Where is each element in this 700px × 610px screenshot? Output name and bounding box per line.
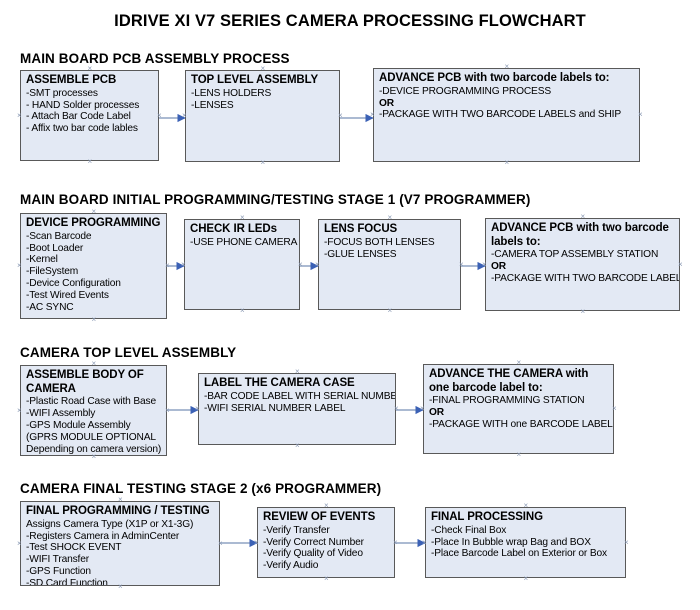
process-node-line: -FileSystem (26, 266, 79, 278)
process-node-line: - Affix two bar code lables (26, 123, 138, 135)
process-node-title: TOP LEVEL ASSEMBLY (191, 74, 319, 86)
process-node-line: -Verify Quality of Video (263, 548, 363, 560)
process-node-line: -Verify Audio (263, 560, 319, 572)
process-node[interactable]: ADVANCE PCB with two barcode labels to:-… (373, 68, 640, 162)
process-node-title: ADVANCE PCB with two barcode labels to: (379, 72, 610, 84)
process-node-title: FINAL PROCESSING (431, 511, 543, 523)
section-heading: CAMERA FINAL TESTING STAGE 2 (x6 PROGRAM… (20, 481, 382, 496)
section-heading: MAIN BOARD PCB ASSEMBLY PROCESS (20, 51, 290, 66)
process-node[interactable]: ASSEMBLE BODY OF CAMERA-Plastic Road Cas… (20, 365, 167, 456)
process-node-line: -FOCUS BOTH LENSES (324, 236, 435, 248)
process-node-title: CHECK IR LEDs (190, 223, 277, 235)
process-node-line: -AC SYNC (26, 302, 74, 314)
process-node-line: -GLUE LENSES (324, 248, 397, 260)
process-node-title: FINAL PROGRAMMING / TESTING (26, 505, 210, 517)
process-node-line: -Place In Bubble wrap Bag and BOX (431, 536, 591, 548)
process-node-line: -WIFI SERIAL NUMBER LABEL (204, 402, 346, 414)
process-node-line: -WIFI Transfer (26, 554, 89, 566)
process-node-line: -PACKAGE WITH TWO BARCODE LABELS and SHI… (379, 109, 621, 121)
process-node-line: -PACKAGE WITH one BARCODE LABEL and SHIP (429, 419, 613, 430)
process-node-title: DEVICE PROGRAMMING (26, 217, 161, 229)
process-node-title: ADVANCE PCB with two barcode labels to: (491, 222, 669, 248)
process-node-line: -BAR CODE LABEL WITH SERIAL NUMBER (204, 390, 396, 402)
process-node-line: -DEVICE PROGRAMMING PROCESS (379, 85, 551, 97)
process-node-line: Assigns Camera Type (X1P or X1-3G) (26, 518, 194, 530)
process-node-line: -Place Barcode Label on Exterior or Box (431, 548, 607, 560)
process-node-title: ASSEMBLE PCB (26, 74, 117, 86)
process-node-line: -FINAL PROGRAMMING STATION (429, 395, 585, 407)
process-node-line: -PACKAGE WITH TWO BARCODE LABELS and SHI… (491, 273, 679, 284)
process-node-line: -Boot Loader (26, 242, 84, 254)
process-node-line: -Verify Correct Number (263, 536, 364, 548)
process-node-title: ASSEMBLE BODY OF CAMERA (26, 369, 144, 395)
process-node-title: LENS FOCUS (324, 223, 398, 235)
process-node-line: -Test SHOCK EVENT (26, 542, 122, 554)
process-node-line: -CAMERA TOP ASSEMBLY STATION (491, 249, 659, 261)
process-node-line: -Plastic Road Case with Base (26, 396, 156, 408)
process-node[interactable]: LENS FOCUS-FOCUS BOTH LENSES-GLUE LENSES (318, 219, 461, 310)
process-node[interactable]: REVIEW OF EVENTS-Verify Transfer-Verify … (257, 507, 395, 578)
process-node-line: (GPRS MODULE OPTIONAL (26, 431, 156, 443)
process-node[interactable]: ASSEMBLE PCB-SMT processes- HAND Solder … (20, 70, 159, 161)
process-node[interactable]: ADVANCE THE CAMERA with one barcode labe… (423, 364, 614, 454)
process-node-line: -Kernel (26, 254, 58, 266)
process-node-line: -LENSES (191, 99, 234, 111)
process-node-line: -GPS Function (26, 566, 91, 578)
process-node[interactable]: CHECK IR LEDs-USE PHONE CAMERA (184, 219, 300, 310)
process-node-line: -Test Wired Events (26, 290, 109, 302)
process-node-line: OR (491, 261, 506, 273)
process-node[interactable]: TOP LEVEL ASSEMBLY-LENS HOLDERS-LENSES (185, 70, 340, 162)
process-node-line: OR (429, 407, 444, 419)
process-node-line: - Attach Bar Code Label (26, 111, 131, 123)
section-heading: MAIN BOARD INITIAL PROGRAMMING/TESTING S… (20, 192, 531, 207)
process-node-line: -LENS HOLDERS (191, 87, 272, 99)
process-node-line: -GPS Module Assembly (26, 420, 131, 431)
process-node-line: -Check Final Box (431, 524, 507, 536)
process-node-line: -Device Configuration (26, 278, 121, 290)
process-node-line: -Verify Transfer (263, 524, 330, 536)
process-node-line: -WIFI Assembly (26, 408, 96, 420)
process-node[interactable]: LABEL THE CAMERA CASE-BAR CODE LABEL WIT… (198, 373, 396, 445)
process-node-line: -Registers Camera in AdminCenter (26, 530, 180, 542)
process-node-line: -Scan Barcode (26, 230, 92, 242)
process-node[interactable]: ADVANCE PCB with two barcode labels to:-… (485, 218, 680, 311)
process-node-line: -SD Card Function (26, 578, 108, 586)
process-node[interactable]: FINAL PROCESSING -Check Final Box-Place … (425, 507, 626, 578)
process-node-line: OR (379, 97, 394, 109)
process-node-title: ADVANCE THE CAMERA with one barcode labe… (429, 368, 589, 394)
process-node[interactable]: DEVICE PROGRAMMING-Scan Barcode-Boot Loa… (20, 213, 167, 319)
process-node-line: Depending on camera version) (26, 443, 162, 455)
process-node-title: REVIEW OF EVENTS (263, 511, 376, 523)
process-node-line: -USE PHONE CAMERA (190, 236, 298, 248)
process-node-title: LABEL THE CAMERA CASE (204, 377, 355, 389)
process-node-line: - HAND Solder processes (26, 99, 140, 111)
process-node-line: -SMT processes (26, 87, 98, 99)
section-heading: CAMERA TOP LEVEL ASSEMBLY (20, 345, 237, 360)
page-title: IDRIVE XI V7 SERIES CAMERA PROCESSING FL… (114, 12, 586, 30)
